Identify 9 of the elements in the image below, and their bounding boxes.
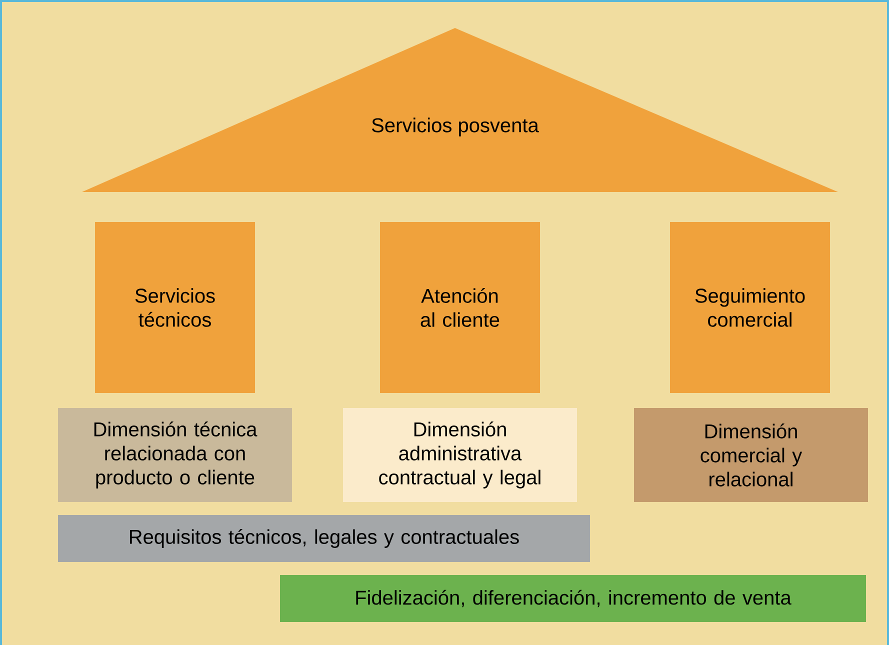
pillar-box: Servicios técnicos [95, 222, 255, 393]
roof-triangle: Servicios posventa [82, 28, 838, 192]
dimension-box: Dimensión técnica relacionada con producto o cliente [58, 408, 292, 502]
pillar-box: Seguimiento comercial [670, 222, 830, 393]
goal-bar: Fidelización, diferenciación, incremento de venta [280, 575, 866, 622]
pillar-box: Atención al cliente [380, 222, 540, 393]
requirements-bar: Requisitos técnicos, legales y contractuales [58, 515, 590, 562]
dimension-box: Dimensión comercial y relacional [634, 408, 868, 502]
dimension-box: Dimensión administrativa contractual y legal [343, 408, 577, 502]
